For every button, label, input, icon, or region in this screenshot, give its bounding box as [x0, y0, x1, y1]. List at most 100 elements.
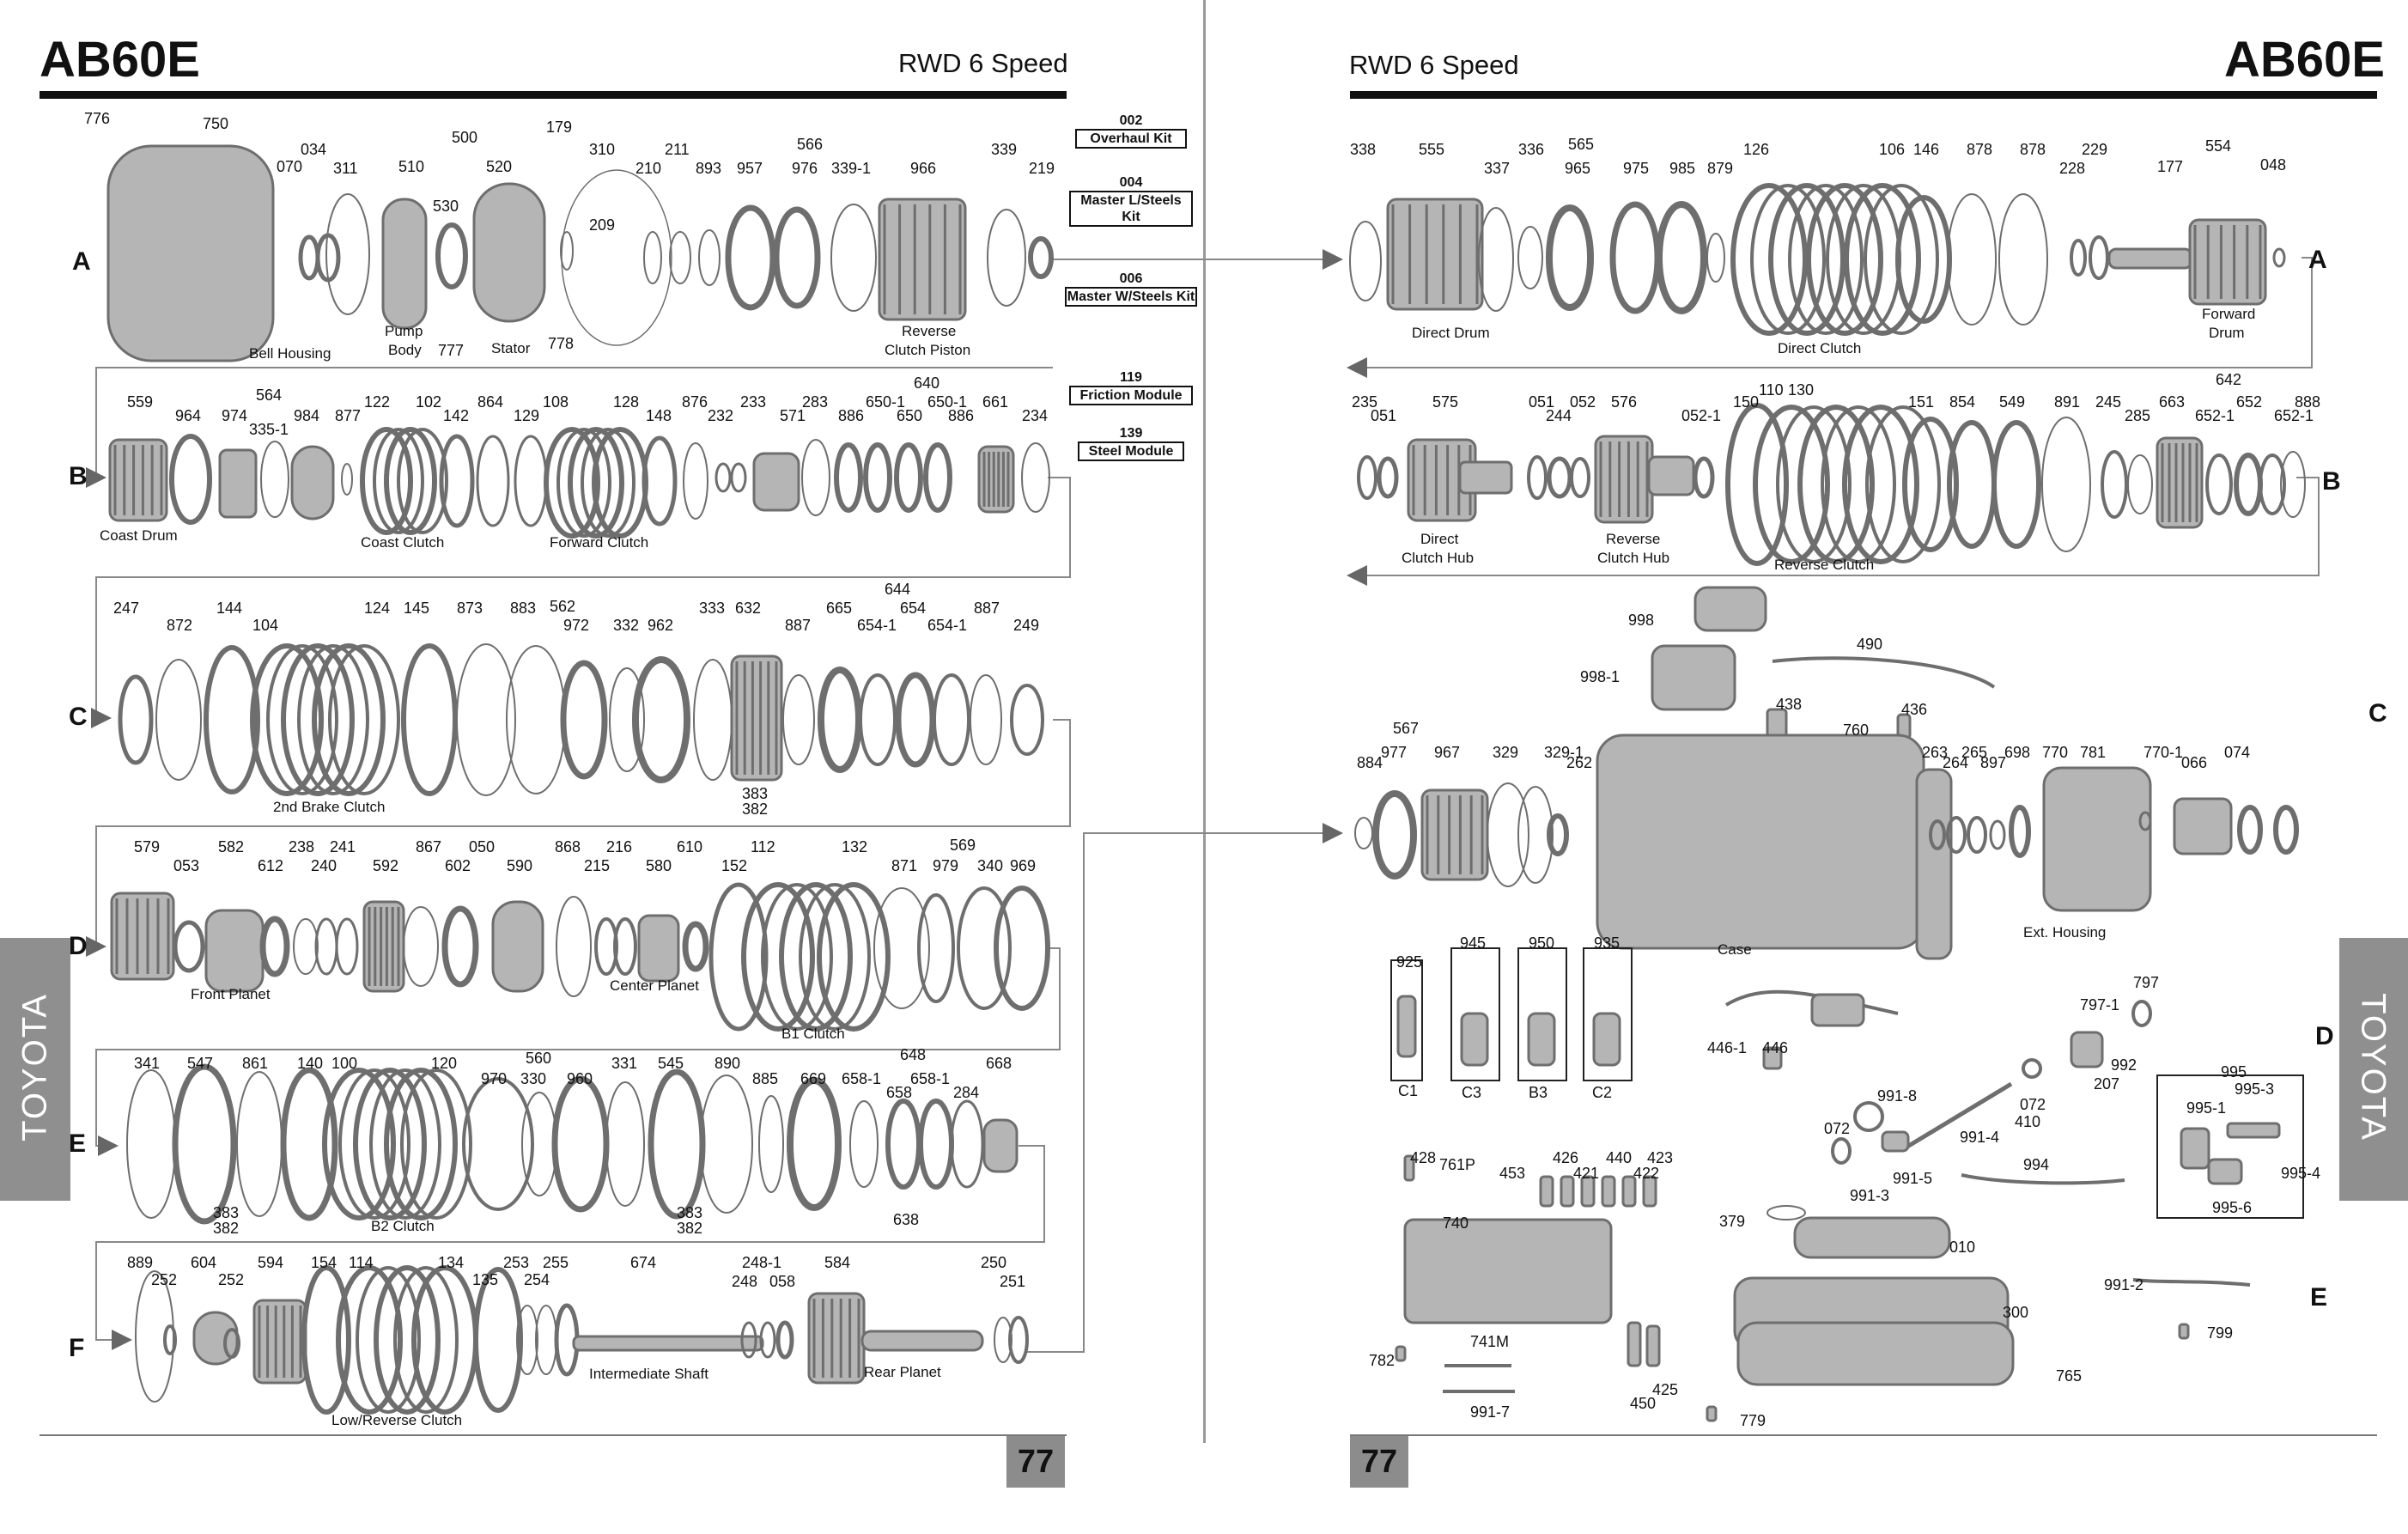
right-part-number-70: C3	[1462, 1084, 1482, 1101]
left-part-number-125: 382	[677, 1220, 703, 1237]
left-part-number-142: 058	[769, 1273, 796, 1290]
kit-code: 139	[1119, 426, 1143, 441]
part-shape-209	[1788, 184, 1864, 335]
left-part-number-110: 960	[567, 1070, 593, 1087]
part-shape-79	[609, 667, 645, 772]
left-part-number-30: 877	[335, 407, 362, 424]
left-part-number-1: 750	[203, 115, 229, 132]
part-shape-8	[561, 169, 672, 346]
right-part-number-69: C1	[1398, 1082, 1419, 1099]
part-shape-39	[397, 428, 448, 534]
left-part-number-78: 582	[218, 838, 245, 855]
row-label-b-right: B	[2322, 467, 2341, 496]
right-part-number-12: 878	[1967, 141, 1993, 158]
flow-connector	[91, 477, 1071, 728]
right-footer-rule	[1350, 1434, 2377, 1436]
right-part-number-51: 967	[1434, 744, 1461, 761]
part-shape-82	[730, 654, 783, 782]
left-speed-subtitle: RWD 6 Speed	[898, 48, 1068, 78]
left-part-number-81: 240	[311, 857, 337, 874]
part-shape-275	[1651, 644, 1736, 711]
part-shape-172	[393, 1266, 459, 1414]
part-shape-248	[1647, 455, 1695, 496]
right-part-number-55: 263	[1922, 744, 1949, 761]
part-shape-301	[2237, 805, 2263, 855]
left-part-number-122: 383	[213, 1204, 240, 1221]
right-part-number-39: 652	[2236, 393, 2263, 411]
part-shape-262	[2127, 454, 2153, 514]
flow-connector	[1027, 823, 1343, 1353]
row-label-e-right: E	[2310, 1283, 2328, 1312]
part-shape-176	[535, 1305, 557, 1375]
part-shape-156	[982, 1118, 1019, 1173]
left-part-number-141: 248	[732, 1273, 758, 1290]
part-shape-202	[1546, 204, 1594, 311]
left-part-number-129: 604	[191, 1254, 217, 1271]
part-shape-55	[863, 442, 892, 513]
part-shape-193	[1386, 198, 1484, 311]
part-shape-89	[782, 674, 815, 765]
part-shape-133	[994, 886, 1050, 1011]
right-part-number-93: 428	[1410, 1149, 1437, 1166]
part-shape-212	[1844, 183, 1921, 336]
right-part-number-98: 422	[1633, 1165, 1660, 1182]
part-shape-54	[834, 442, 863, 513]
right-part-number-3: 336	[1518, 141, 1545, 158]
kit-master-w-steels: 006 Master W/Steels Kit	[1065, 271, 1197, 307]
part-shape-132	[957, 886, 1012, 1010]
right-part-number-54: 262	[1566, 754, 1593, 771]
right-part-number-110: 779	[1740, 1412, 1766, 1429]
left-part-number-3: 070	[277, 158, 303, 175]
left-part-number-66: 644	[885, 581, 911, 598]
right-part-number-40: 652-1	[2274, 407, 2314, 424]
right-part-number-14: 228	[2059, 160, 2086, 177]
left-part-number-124: 383	[677, 1204, 703, 1221]
part-shape-241	[1594, 435, 1654, 524]
right-part-number-83: 072	[1824, 1120, 1851, 1137]
part-shape-127	[779, 882, 853, 1032]
part-shape-218	[2089, 235, 2109, 280]
part-shape-72	[297, 644, 369, 795]
part-shape-331	[1601, 1175, 1616, 1208]
part-shape-118	[491, 900, 544, 993]
part-shape-337	[1736, 1321, 2015, 1386]
part-shape-131	[917, 893, 955, 1003]
right-part-number-8: 879	[1707, 160, 1734, 177]
caption-reverse-clutch: Reverse Clutch	[1774, 557, 1875, 573]
part-shape-116	[403, 906, 439, 987]
right-part-number-100: 740	[1443, 1214, 1469, 1232]
part-shape-238	[1527, 455, 1548, 500]
part-shape-160	[223, 1328, 240, 1359]
part-shape-22	[987, 209, 1026, 307]
row-label-d-right: D	[2315, 1022, 2334, 1050]
right-part-number-86: 994	[2023, 1156, 2050, 1173]
part-shape-308	[1460, 1012, 1489, 1067]
caption-body: Body	[388, 342, 422, 358]
part-shape-310	[1592, 1012, 1621, 1067]
right-part-number-27: 150	[1733, 393, 1760, 411]
right-part-number-49: 884	[1357, 754, 1383, 771]
part-shape-171	[374, 1265, 441, 1415]
part-shape-259	[1991, 420, 2041, 549]
left-part-number-93: 152	[721, 857, 748, 874]
part-shape-94	[970, 674, 1002, 765]
right-brand-tab: TOYOTA	[2339, 938, 2408, 1201]
part-shape-56	[894, 442, 923, 513]
right-part-number-41: 888	[2295, 393, 2321, 411]
right-part-number-16: 177	[2157, 158, 2184, 175]
part-shape-213	[1864, 184, 1939, 335]
part-shape-91	[859, 673, 897, 766]
part-shape-42	[514, 435, 548, 527]
part-shape-306	[1583, 947, 1633, 1081]
part-shape-141	[369, 1068, 441, 1220]
part-shape-276	[1772, 656, 1996, 689]
part-shape-335	[1766, 1205, 1806, 1221]
part-shape-71	[281, 643, 355, 796]
left-part-number-50: 661	[982, 393, 1009, 411]
part-shape-67	[155, 659, 202, 781]
right-part-number-88: 995-3	[2235, 1080, 2275, 1098]
left-part-number-119: 658-1	[910, 1070, 951, 1087]
left-part-number-91: 580	[646, 857, 672, 874]
part-shape-66	[118, 674, 154, 765]
